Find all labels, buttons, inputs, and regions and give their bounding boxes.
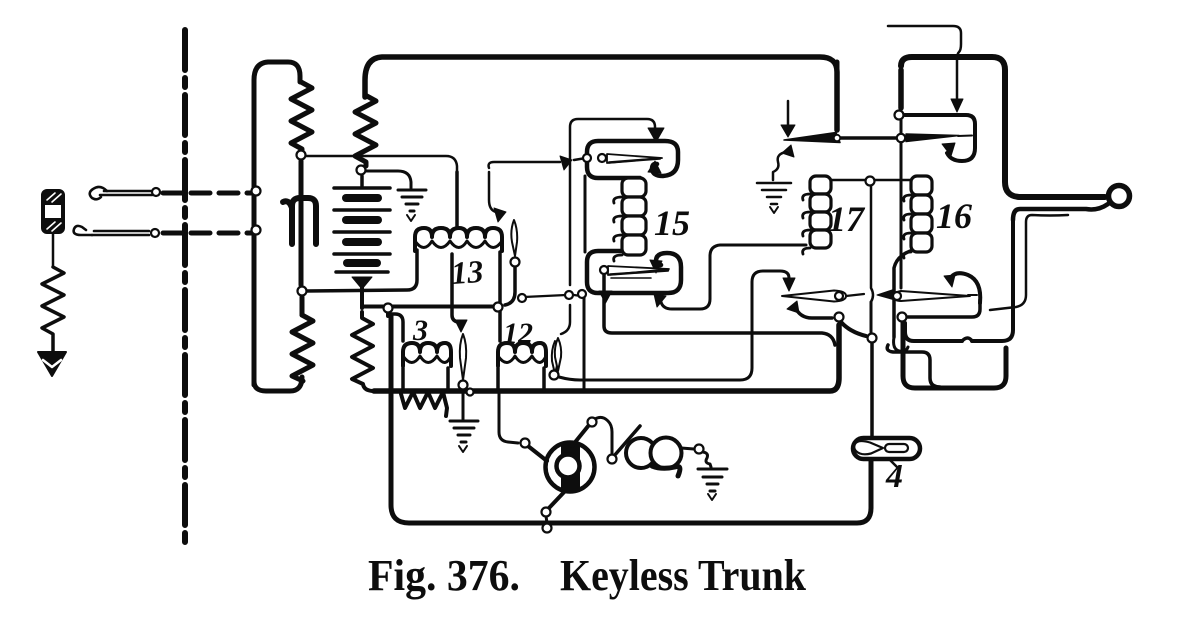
- svg-text:15: 15: [654, 203, 690, 243]
- svg-text:3: 3: [412, 314, 428, 347]
- svg-text:12: 12: [503, 317, 533, 350]
- svg-text:Keyless Trunk: Keyless Trunk: [560, 551, 806, 600]
- svg-text:Fig. 376.: Fig. 376.: [368, 551, 520, 600]
- svg-text:16: 16: [936, 196, 972, 236]
- svg-text:4: 4: [885, 458, 903, 495]
- svg-text:17: 17: [828, 199, 866, 239]
- svg-text:13: 13: [450, 253, 484, 291]
